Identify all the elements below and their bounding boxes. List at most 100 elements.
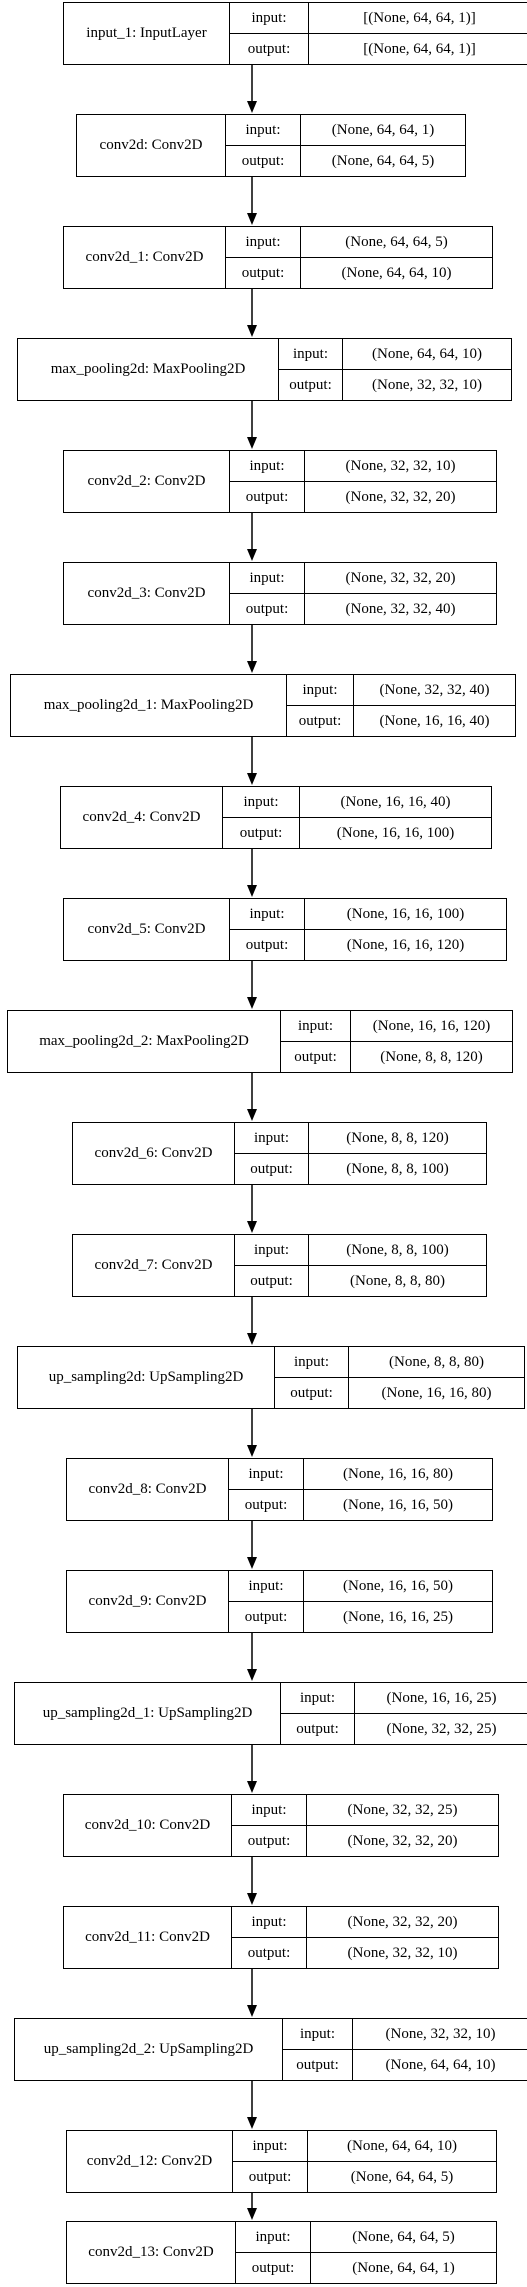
output-row: output:(None, 32, 32, 10) [279,369,511,400]
input-shape: (None, 64, 64, 10) [372,345,482,362]
input-label: input: [223,787,300,817]
layer-shapes: input:(None, 16, 16, 80)output:(None, 16… [229,1459,492,1520]
input-shape: (None, 64, 64, 5) [345,233,448,250]
input-row: input:(None, 16, 16, 25) [281,1683,527,1713]
output-row: output:(None, 64, 64, 10) [226,257,492,288]
output-label: output: [287,706,354,736]
arrowhead-icon [247,213,257,225]
layer-name: conv2d_9: Conv2D [67,1571,229,1632]
input-row: input: (None, 8, 8, 100) [235,1235,486,1265]
layer-name: max_pooling2d: MaxPooling2D [18,339,279,400]
arrowhead-icon [247,2117,257,2129]
layer-name: conv2d_4: Conv2D [61,787,223,848]
input-shape: (None, 16, 16, 100) [346,905,465,922]
output-row: output:(None, 8, 8, 80) [235,1265,486,1296]
output-row: output:(None, 32, 32, 20) [232,1825,498,1856]
layer-name: up_sampling2d_1: UpSampling2D [15,1683,281,1744]
input-row: input: (None, 32, 32, 20) [230,563,496,593]
layer-name: conv2d_8: Conv2D [67,1459,229,1520]
output-shape: (None, 8, 8, 100) [346,1160,449,1177]
arrowhead-icon [247,885,257,897]
arrowhead-icon [247,325,257,337]
input-shape: (None, 32, 32, 40) [379,681,490,698]
input-label: input: [281,1011,351,1041]
layer-shapes: input:(None, 16, 16, 100)output:(None, 1… [230,899,506,960]
output-shape: (None, 64, 64, 1) [352,2259,455,2276]
output-row: output:(None, 32, 32, 25) [281,1713,527,1744]
input-shape: (None, 8, 8, 100) [346,1241,449,1258]
output-shape: (None, 32, 32, 20) [345,488,456,505]
layer-shapes: input:(None, 8, 8, 120)output:(None, 8, … [235,1123,486,1184]
input-shape: (None, 16, 16, 120) [372,1017,491,1034]
arrowhead-icon [247,1557,257,1569]
input-shape: (None, 16, 16, 40) [340,793,451,810]
layer-shapes: input:(None, 32, 32, 25)output:(None, 32… [232,1795,498,1856]
layer-shapes: input:(None, 64, 64, 10)output:(None, 64… [233,2131,496,2192]
output-label: output: [281,1714,355,1744]
output-shape: (None, 32, 32, 10) [347,1944,458,1961]
input-row: input: (None, 64, 64, 5) [226,227,492,257]
output-label: output: [230,34,309,64]
output-label: output: [226,258,301,288]
layer-shapes: input:(None, 32, 32, 40)output:(None, 16… [287,675,515,736]
arrowhead-icon [247,1109,257,1121]
input-row: input: (None, 32, 32, 40) [287,675,515,705]
input-label: input: [287,675,354,705]
input-row: input:(None, 16, 16, 100) [230,899,506,929]
output-shape: (None, 16, 16, 25) [343,1608,453,1625]
output-row: output:(None, 64, 64, 5) [233,2161,496,2192]
input-shape: (None, 64, 64, 5) [352,2228,455,2245]
input-label: input: [235,1235,309,1265]
output-row: output:(None, 64, 64, 5) [226,145,465,176]
arrowhead-icon [247,549,257,561]
layer-name: conv2d_13: Conv2D [67,2222,236,2283]
input-label: input: [230,3,309,33]
output-shape: (None, 32, 32, 40) [345,600,456,617]
output-label: output: [233,2162,308,2192]
layer-shapes: input:(None, 64, 64, 1)output:(None, 64,… [226,115,465,176]
output-row: output:(None, 32, 32, 40) [230,593,496,624]
input-label: input: [226,227,301,257]
output-shape: (None, 64, 64, 5) [331,152,435,169]
layer-shapes: input:(None, 32, 32, 10)output:(None, 64… [283,2019,527,2080]
output-label: output: [223,818,300,848]
input-label: input: [230,451,305,481]
input-shape: (None, 64, 64, 10) [347,2137,457,2154]
input-shape: (None, 32, 32, 20) [347,1913,458,1930]
layer-name: conv2d_12: Conv2D [67,2131,233,2192]
layer-name: max_pooling2d_1: MaxPooling2D [11,675,287,736]
arrowhead-icon [247,773,257,785]
output-shape: (None, 16, 16, 120) [346,936,465,953]
output-label: output: [232,1938,307,1968]
output-label: output: [230,482,305,512]
output-label: output: [229,1602,304,1632]
output-row: output:(None, 16, 16, 80) [275,1377,524,1408]
output-shape: (None, 32, 32, 10) [372,376,482,393]
input-shape: [(None, 64, 64, 1)] [363,9,476,26]
input-label: input: [230,563,305,593]
input-label: input: [229,1571,304,1601]
input-row: input:(None, 16, 16, 50) [229,1571,492,1601]
input-row: input:(None, 32, 32, 10) [283,2019,527,2049]
input-shape: (None, 16, 16, 25) [386,1689,497,1706]
layer-shapes: input:[(None, 64, 64, 1)]output:[(None, … [230,3,527,64]
input-shape: (None, 32, 32, 20) [345,569,456,586]
layer-name: conv2d_1: Conv2D [64,227,226,288]
arrowhead-icon [247,101,257,113]
layer-name: conv2d_10: Conv2D [64,1795,232,1856]
layer-name: conv2d_5: Conv2D [64,899,230,960]
arrowhead-icon [247,2005,257,2017]
input-shape: (None, 32, 32, 10) [385,2025,496,2042]
output-label: output: [283,2050,353,2080]
layer-name: conv2d_7: Conv2D [73,1235,235,1296]
